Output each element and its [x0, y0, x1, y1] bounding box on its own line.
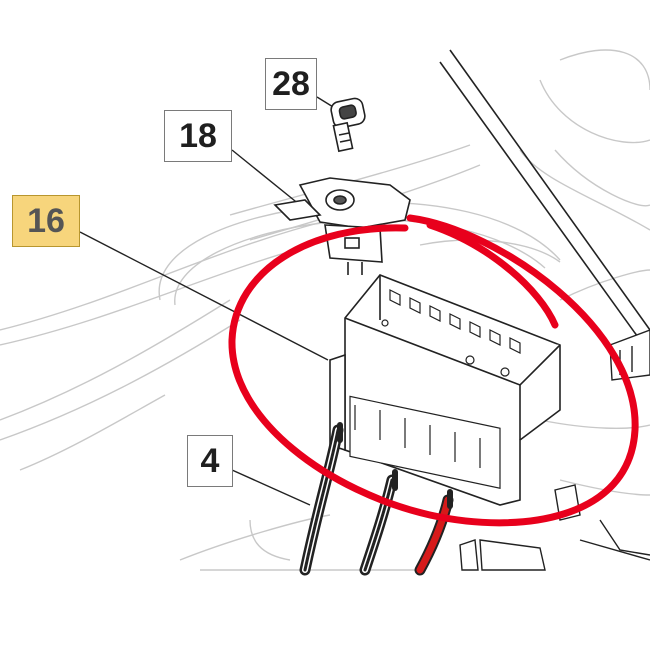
wire-connectors-bottom [459, 539, 546, 571]
leader-lines [79, 96, 339, 506]
callout-28: 28 [265, 58, 317, 110]
frame-rails [439, 49, 650, 341]
control-box [329, 274, 561, 506]
callout-4: 4 [187, 435, 233, 487]
callout-18: 18 [164, 110, 232, 162]
annotation-ring [228, 214, 639, 527]
ignition-key [330, 97, 366, 153]
power-cables [299, 422, 454, 576]
callout-16: 16 [12, 195, 80, 247]
